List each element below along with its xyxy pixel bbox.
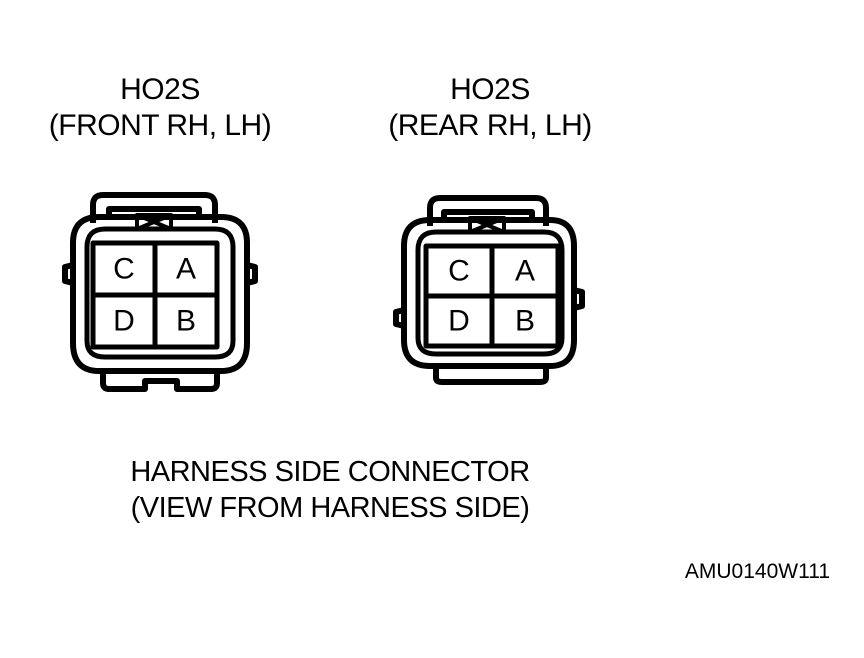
front-housing-outer: [70, 214, 250, 374]
rear-bottom-tab: [433, 366, 549, 385]
rear-housing-inner: [415, 229, 565, 357]
rear-left-ear: [393, 307, 405, 329]
rear-pin-top-right: A: [515, 255, 535, 288]
rear-housing-outer: [401, 217, 577, 369]
front-left-ear: [62, 262, 74, 286]
front-bottom-tab: [100, 371, 220, 392]
front-title-line2: (FRONT RH, LH): [48, 109, 272, 142]
figure-code: AMU0140W111: [684, 560, 830, 583]
front-title-line1: HO2S: [120, 73, 200, 106]
rear-pin-top-left: C: [448, 255, 470, 288]
front-connector-diagram: C A D B: [62, 192, 258, 392]
rear-connector-title: HO2S (REAR RH, LH): [350, 72, 630, 144]
front-housing-inner: [84, 226, 236, 360]
rear-pin-bottom-right: B: [515, 305, 535, 338]
caption-line1: HARNESS SIDE CONNECTOR: [130, 456, 530, 488]
rear-connector-diagram: C A D B: [393, 195, 585, 385]
rear-right-ear: [573, 287, 585, 311]
front-pin-bottom-left: D: [113, 305, 135, 338]
rear-pin-bottom-left: D: [448, 305, 470, 338]
rear-latch: [427, 195, 549, 226]
front-pin-bottom-right: B: [176, 305, 196, 338]
rear-title-line1: HO2S: [450, 73, 530, 106]
front-latch: [90, 192, 218, 223]
front-connector-title: HO2S (FRONT RH, LH): [20, 72, 300, 144]
rear-title-line2: (REAR RH, LH): [388, 109, 592, 142]
caption-line2: (VIEW FROM HARNESS SIDE): [130, 492, 530, 524]
front-pin-top-left: C: [113, 253, 135, 286]
front-right-ear: [246, 262, 258, 286]
diagram-caption: HARNESS SIDE CONNECTOR (VIEW FROM HARNES…: [60, 454, 600, 526]
front-pin-top-right: A: [176, 253, 196, 286]
